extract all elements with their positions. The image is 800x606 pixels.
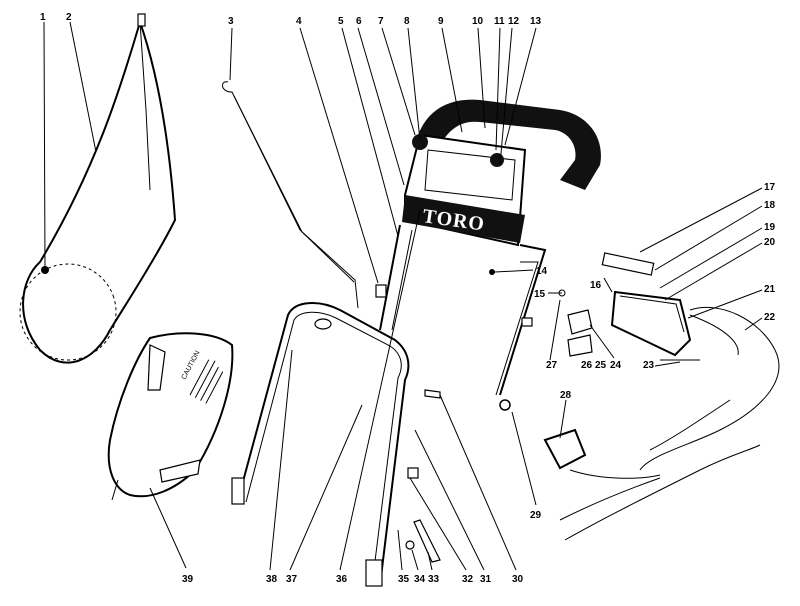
chute-warning-lines (189, 359, 224, 404)
callout-21: 21 (764, 284, 776, 295)
callout-27: 27 (546, 360, 558, 371)
callout-28: 28 (560, 390, 572, 401)
callout-1: 1 (40, 12, 46, 23)
callout-10: 10 (472, 16, 484, 27)
callout-numbers: 1 2 3 4 5 6 7 8 9 10 11 12 13 14 15 16 1… (40, 12, 776, 585)
callout-24: 24 (610, 360, 622, 371)
switch-assembly (567, 309, 593, 357)
callout-26: 26 (581, 360, 593, 371)
callout-38: 38 (266, 574, 278, 585)
bag-hook-detail (41, 266, 49, 274)
callout-8: 8 (404, 16, 410, 27)
callout-2: 2 (66, 12, 72, 23)
callout-5: 5 (338, 16, 344, 27)
lower-handle (231, 302, 410, 587)
callout-7: 7 (378, 16, 384, 27)
grass-bag (19, 13, 177, 364)
discharge-chute: CAUTION (107, 332, 234, 501)
callout-22: 22 (764, 312, 776, 323)
callout-9: 9 (438, 16, 444, 27)
callout-25: 25 (595, 360, 607, 371)
charger (543, 428, 587, 470)
callout-34: 34 (414, 574, 426, 585)
callout-6: 6 (356, 16, 362, 27)
battery (601, 252, 692, 357)
callout-17: 17 (764, 182, 776, 193)
callout-20: 20 (764, 237, 776, 248)
callout-13: 13 (530, 16, 542, 27)
callout-3: 3 (228, 16, 234, 27)
upper-handle: TORO (379, 99, 601, 396)
callout-18: 18 (764, 200, 776, 211)
callout-32: 32 (462, 574, 474, 585)
callout-11: 11 (494, 16, 505, 27)
callout-30: 30 (512, 574, 524, 585)
callout-35: 35 (398, 574, 410, 585)
callout-36: 36 (336, 574, 348, 585)
callout-37: 37 (286, 574, 298, 585)
leader-lines (43, 21, 763, 571)
callout-31: 31 (480, 574, 492, 585)
callout-33: 33 (428, 574, 440, 585)
callout-23: 23 (643, 360, 655, 371)
callout-12: 12 (508, 16, 520, 27)
callout-15: 15 (534, 289, 546, 300)
callout-39: 39 (182, 574, 194, 585)
callout-29: 29 (530, 510, 542, 521)
hardware-pieces (375, 269, 566, 563)
callout-16: 16 (590, 280, 602, 291)
callout-4: 4 (296, 16, 302, 27)
callout-14: 14 (536, 266, 548, 277)
wiring-harness (559, 306, 780, 541)
bag-support-rod (222, 81, 359, 309)
callout-19: 19 (764, 222, 776, 233)
